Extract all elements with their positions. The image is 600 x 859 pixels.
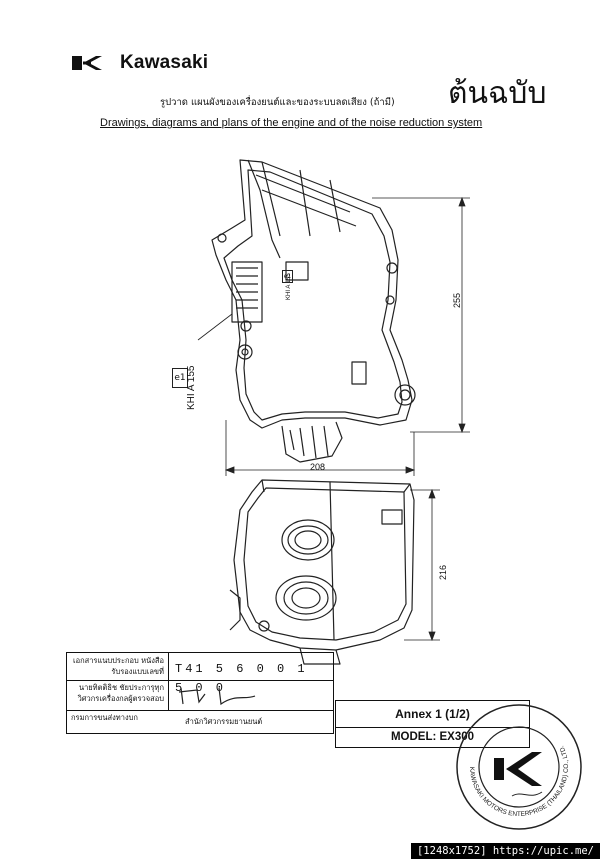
original-stamp-text: ต้นฉบับ	[448, 76, 547, 111]
stamp-department-value: สำนักวิศวกรรมยานยนต์	[185, 717, 263, 726]
airbox-top-outline	[211, 159, 413, 429]
stamp-label-inspector: นายทิตติธิช ชัยประการุทุก วิศวกรเครื่องก…	[67, 680, 169, 710]
seal-logo-icon	[494, 752, 542, 786]
stamp-label-certificate: เอกสารแนบประกอบ หนังสือรับรองแบบเลขที่	[67, 653, 169, 680]
part-code-box: e1	[172, 368, 188, 388]
part-code-small: e1	[283, 273, 292, 280]
part-code: e1	[174, 373, 186, 383]
thai-title: รูปวาด แผนผังของเครื่องยนต์และของระบบลดเ…	[160, 97, 395, 108]
approval-stamp-table: เอกสารแนบประกอบ หนังสือรับรองแบบเลขที่ T…	[66, 652, 334, 734]
model-label: MODEL: EX300	[390, 731, 475, 743]
annex-box: Annex 1 (1/2) MODEL: EX300	[335, 700, 530, 748]
image-watermark: [1248x1752] https://upic.me/	[410, 843, 600, 859]
kawasaki-river-mark-icon	[72, 56, 102, 70]
company-seal: KAWASAKI MOTORS ENTERPRISE (THAILAND) CO…	[456, 704, 582, 830]
stamp-row-certificate: เอกสารแนบประกอบ หนังสือรับรองแบบเลขที่ T…	[67, 653, 333, 695]
english-title: Drawings, diagrams and plans of the engi…	[100, 117, 483, 129]
stamp-label-department: กรมการขนส่งทางบก	[71, 713, 138, 722]
inspector-signature	[178, 687, 256, 706]
kawasaki-logo: Kawasaki	[72, 52, 208, 74]
stamp-row-department: กรมการขนส่งทางบก สำนักวิศวกรรมยานยนต์	[67, 710, 333, 733]
dimension-height-bottom: 216	[438, 564, 448, 580]
dimension-width: 208	[310, 462, 326, 472]
part-code-box-small: e1	[282, 270, 293, 283]
stamp-row-inspector: นายทิตติธิช ชัยประการุทุก วิศวกรเครื่องก…	[67, 680, 333, 711]
part-marking: KHI A 155	[186, 365, 197, 410]
annex-title: Annex 1 (1/2)	[336, 701, 529, 728]
dimension-height-top: 255	[452, 292, 462, 308]
brand-name: Kawasaki	[120, 52, 209, 73]
